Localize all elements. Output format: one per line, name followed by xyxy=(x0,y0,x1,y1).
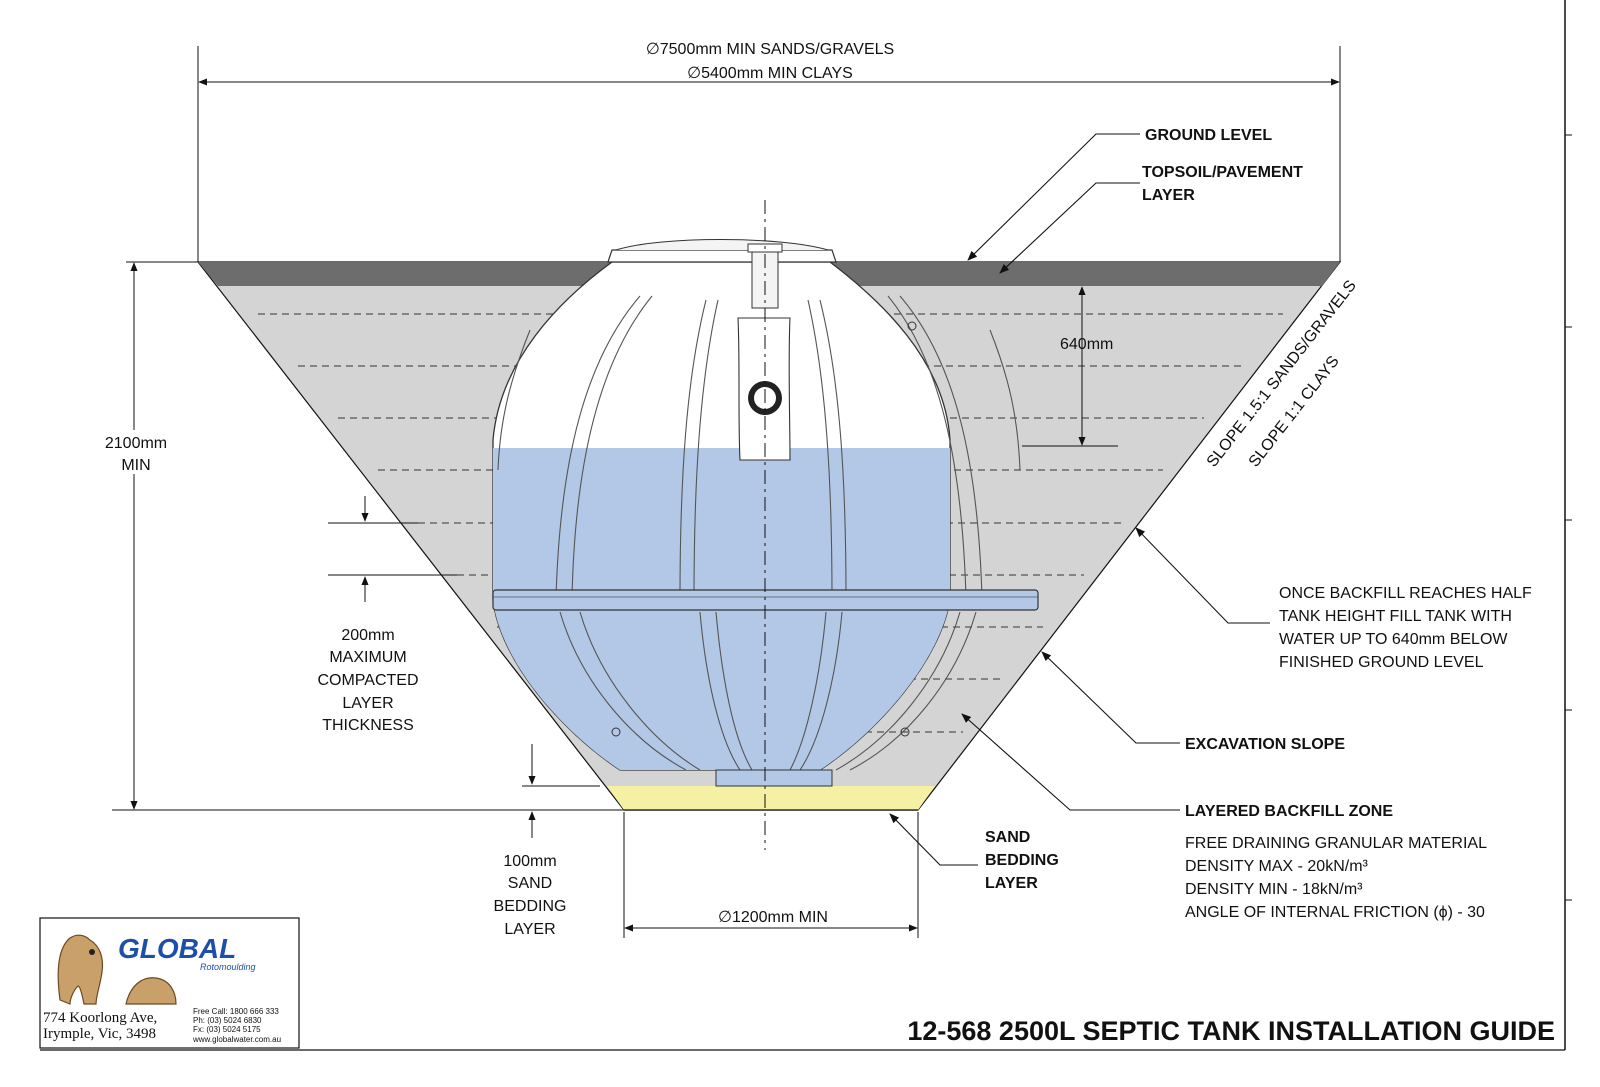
svg-text:TANK HEIGHT FILL TANK WITH: TANK HEIGHT FILL TANK WITH xyxy=(1279,608,1512,625)
svg-text:ANGLE OF INTERNAL FRICTION (ϕ): ANGLE OF INTERNAL FRICTION (ϕ) - 30 xyxy=(1185,904,1485,921)
topsoil-label: TOPSOIL/PAVEMENT xyxy=(1142,164,1303,181)
svg-text:MAXIMUM: MAXIMUM xyxy=(329,649,406,666)
top-width-dimension xyxy=(197,46,1341,262)
company-logo-block: GLOBAL Rotomoulding 774 Koorlong Ave, Ir… xyxy=(39,917,300,1049)
topsoil-label-2: LAYER xyxy=(1142,187,1195,204)
water-level-dimension xyxy=(1022,286,1118,447)
svg-text:COMPACTED: COMPACTED xyxy=(317,672,418,689)
top-width-sands: ∅7500mm MIN SANDS/GRAVELS xyxy=(646,41,894,58)
layer-thickness-dimension xyxy=(328,496,457,602)
sand-bedding xyxy=(607,786,935,810)
layer-note: 200mm MAXIMUM COMPACTED LAYER THICKNESS xyxy=(317,627,418,734)
svg-text:Free Call: 1800 666 333: Free Call: 1800 666 333 xyxy=(193,1007,279,1016)
bottom-width-dimension xyxy=(623,812,919,938)
top-width-clays: ∅5400mm MIN CLAYS xyxy=(687,65,853,82)
address-line-2: Irymple, Vic, 3498 xyxy=(43,1026,156,1042)
leader-lines xyxy=(889,133,1270,866)
svg-text:BEDDING: BEDDING xyxy=(494,898,567,915)
svg-text:ONCE BACKFILL REACHES HALF: ONCE BACKFILL REACHES HALF xyxy=(1279,585,1532,602)
svg-text:FREE DRAINING GRANULAR MATERIA: FREE DRAINING GRANULAR MATERIAL xyxy=(1185,835,1487,852)
svg-text:Ph: (03) 5024 6830: Ph: (03) 5024 6830 xyxy=(193,1016,262,1025)
svg-text:THICKNESS: THICKNESS xyxy=(322,717,414,734)
svg-text:BEDDING: BEDDING xyxy=(985,852,1059,869)
brand-sub: Rotomoulding xyxy=(200,962,256,972)
svg-text:200mm: 200mm xyxy=(341,627,394,644)
depth-dimension xyxy=(112,261,624,811)
svg-text:100mm: 100mm xyxy=(503,853,556,870)
backfill-spec: FREE DRAINING GRANULAR MATERIAL DENSITY … xyxy=(1185,835,1487,921)
contact-info: Free Call: 1800 666 333 Ph: (03) 5024 68… xyxy=(192,1007,281,1044)
septic-tank xyxy=(492,239,1039,787)
svg-text:DENSITY MIN - 18kN/m³: DENSITY MIN - 18kN/m³ xyxy=(1185,881,1363,898)
layered-backfill-label: LAYERED BACKFILL ZONE xyxy=(1185,803,1393,820)
svg-text:LAYER: LAYER xyxy=(985,875,1038,892)
brand-name: GLOBAL xyxy=(118,933,236,964)
svg-text:www.globalwater.com.au: www.globalwater.com.au xyxy=(192,1035,281,1044)
svg-text:Fx: (03) 5024 5175: Fx: (03) 5024 5175 xyxy=(193,1025,261,1034)
ground-level-label: GROUND LEVEL xyxy=(1145,127,1272,144)
water-level-value: 640mm xyxy=(1060,336,1113,353)
svg-text:LAYER: LAYER xyxy=(504,921,555,938)
sand-note: 100mm SAND BEDDING LAYER xyxy=(494,853,567,938)
svg-text:SAND: SAND xyxy=(508,875,552,892)
camel-logo-icon xyxy=(57,934,177,1005)
excavation-slope-label: EXCAVATION SLOPE xyxy=(1185,736,1345,753)
svg-text:DENSITY MAX - 20kN/m³: DENSITY MAX - 20kN/m³ xyxy=(1185,858,1369,875)
svg-text:FINISHED GROUND LEVEL: FINISHED GROUND LEVEL xyxy=(1279,654,1484,671)
address-line-1: 774 Koorlong Ave, xyxy=(43,1010,157,1026)
sand-bedding-label: SAND BEDDING LAYER xyxy=(985,829,1059,892)
depth-value: 2100mm xyxy=(105,435,167,452)
svg-text:WATER UP TO 640mm BELOW: WATER UP TO 640mm BELOW xyxy=(1279,631,1508,648)
bottom-width-value: ∅1200mm MIN xyxy=(718,909,828,926)
page-title: 12-568 2500L SEPTIC TANK INSTALLATION GU… xyxy=(907,1016,1555,1046)
svg-text:LAYER: LAYER xyxy=(342,695,393,712)
sand-depth-dimension xyxy=(522,744,600,838)
depth-min: MIN xyxy=(121,457,150,474)
backfill-note: ONCE BACKFILL REACHES HALF TANK HEIGHT F… xyxy=(1279,585,1532,671)
svg-text:SAND: SAND xyxy=(985,829,1030,846)
